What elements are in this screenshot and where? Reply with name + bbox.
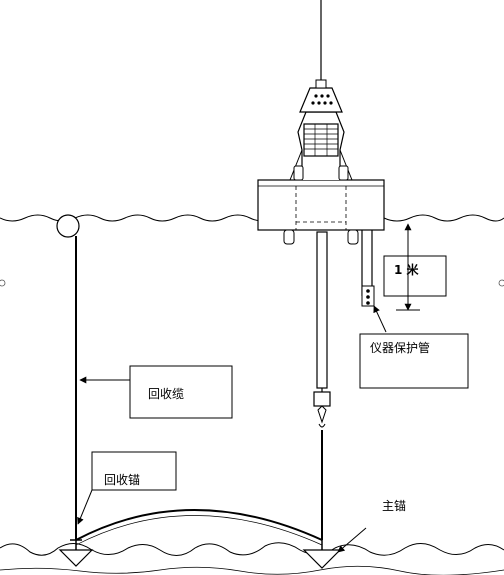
buoy-stem [316, 231, 328, 389]
instrument-tube-label: 仪器保护管 [370, 340, 430, 355]
tower-top-cap [299, 87, 343, 113]
sensor-dot-1 [366, 289, 370, 293]
buoy-bracket-left [293, 165, 304, 181]
swivel-icon [313, 391, 331, 407]
instrument-tube-label-box [359, 333, 469, 389]
main-anchor-pointer-arrow [337, 527, 367, 553]
recovery-anchor-pointer-arrow [77, 489, 93, 525]
one-meter-label-box [383, 255, 447, 297]
solar-panel-grid [304, 124, 338, 156]
tower-top-vents [311, 94, 333, 105]
recovery-anchor-label-box [91, 451, 177, 491]
mast-base [315, 79, 327, 89]
ground-line-shadow [75, 515, 323, 546]
seabed-line [0, 542, 504, 556]
recovery-cable-label-box [129, 365, 233, 419]
frame-marker-left [0, 279, 6, 287]
frame-marker-right [498, 279, 504, 287]
buoy-hull [257, 179, 385, 231]
sensor-dot-2 [366, 295, 370, 299]
swivel-ring [318, 423, 326, 428]
ground-line [75, 509, 323, 541]
tower-leg-left [289, 149, 303, 181]
main-anchor-label: 主锚 [382, 498, 406, 513]
recovery-cable-label: 回收缆 [148, 387, 184, 401]
swivel-shackle [317, 405, 327, 424]
instrument-tube-pointer [373, 305, 387, 333]
sea-surface-line [0, 214, 504, 222]
recovery-float-icon [56, 214, 80, 238]
buoy-bracket-right [338, 165, 349, 181]
buoy-lug-right [347, 229, 359, 245]
main-anchor-icon [302, 549, 342, 569]
seabed-lower-line [0, 565, 504, 575]
one-meter-label: 1 米 [394, 262, 420, 277]
buoy-lug-left [283, 229, 295, 245]
recovery-anchor-label: 回收锚 [104, 472, 140, 487]
recovery-anchor-icon [58, 549, 94, 567]
sensor-dot-3 [366, 301, 370, 305]
tower-leg-right [339, 149, 353, 181]
